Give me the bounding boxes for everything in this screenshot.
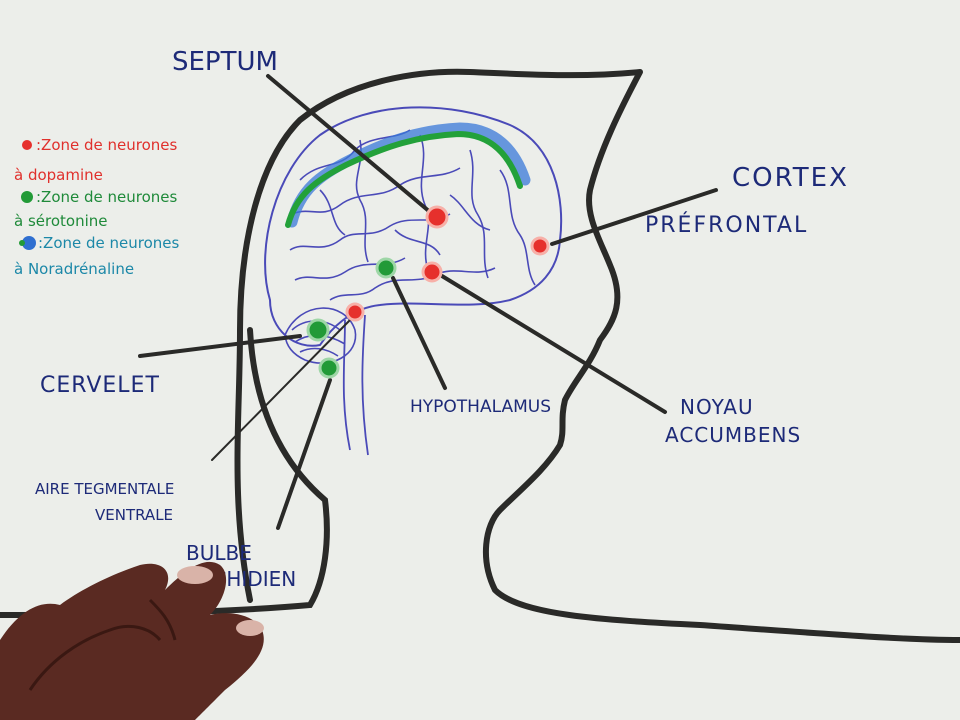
legend-marker-noradrenaline xyxy=(22,236,36,250)
legend-noradrenaline-line2: à Noradrénaline xyxy=(14,260,134,278)
arrow-noyau xyxy=(440,274,667,414)
label-noyau-line1: NOYAU xyxy=(680,395,754,419)
label-cervelet: CERVELET xyxy=(40,373,160,398)
dot-hypothalamus xyxy=(375,257,397,279)
arrow-aire xyxy=(211,317,353,461)
dot-cervelet xyxy=(306,318,330,342)
arrow-hypothalamus xyxy=(391,276,447,390)
legend-serotonin-line1: :Zone de neurones xyxy=(36,188,178,206)
arrow-cortex xyxy=(550,188,718,246)
label-cortex-line1: CORTEX xyxy=(732,163,849,193)
legend-serotonin-line2: à sérotonine xyxy=(14,212,108,230)
label-hypothalamus: HYPOTHALAMUS xyxy=(410,397,551,417)
label-aire-line1: AIRE TEGMENTALE xyxy=(35,480,174,498)
pointer-arrows xyxy=(138,74,718,530)
arrow-septum xyxy=(266,74,432,214)
dot-septum xyxy=(425,205,449,229)
serotonin-dots xyxy=(306,257,397,379)
arrow-cervelet xyxy=(138,334,302,358)
dot-noyau xyxy=(421,261,443,283)
label-cortex-line2: PRÉFRONTAL xyxy=(645,212,808,238)
legend-noradrenaline-line1: :Zone de neurones xyxy=(38,234,180,252)
arrow-bulbe xyxy=(276,378,332,530)
label-septum: SEPTUM xyxy=(172,47,278,77)
legend: :Zone de neurones à dopamine :Zone de ne… xyxy=(14,136,180,278)
dot-bulbe xyxy=(318,357,340,379)
legend-marker-noradrenaline-accent xyxy=(19,240,25,246)
hand-image xyxy=(0,561,264,720)
dopamine-dots xyxy=(345,205,550,322)
legend-dopamine-line2: à dopamine xyxy=(14,166,103,184)
label-aire-line2: VENTRALE xyxy=(95,506,173,524)
structure-labels: SEPTUM CORTEX PRÉFRONTAL CERVELET HYPOTH… xyxy=(35,47,849,591)
label-bulbe-line1: BULBE xyxy=(186,541,252,565)
legend-marker-dopamine xyxy=(22,140,32,150)
dot-cortex xyxy=(530,236,550,256)
dot-aire xyxy=(345,302,365,322)
legend-dopamine-line1: :Zone de neurones xyxy=(36,136,178,154)
label-noyau-line2: ACCUMBENS xyxy=(665,423,801,447)
brainstem xyxy=(342,314,369,456)
legend-marker-serotonin xyxy=(21,191,33,203)
head-profile-outline xyxy=(234,68,960,643)
serotonin-band xyxy=(285,130,523,228)
